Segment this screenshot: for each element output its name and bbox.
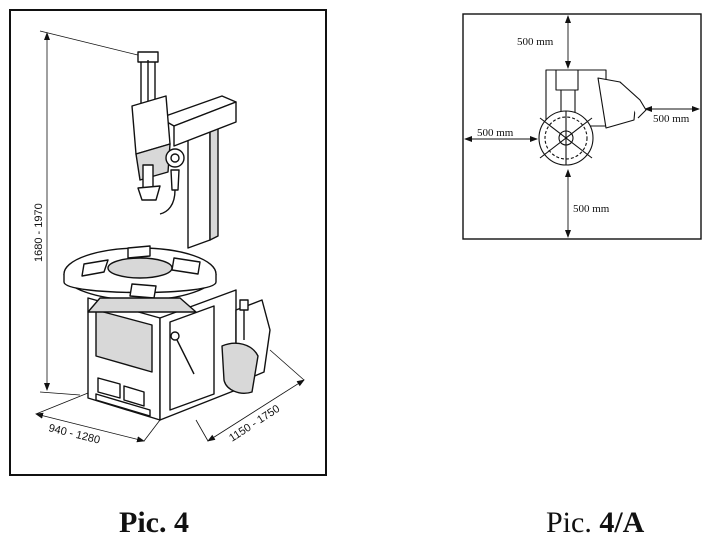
machine-plan-view xyxy=(538,69,647,166)
clearance-arrows xyxy=(464,15,700,238)
clearance-left-label: 500 mm xyxy=(477,127,514,139)
caption-prefix: Pic. xyxy=(546,506,600,539)
depth-dimension xyxy=(195,349,305,442)
figure-caption-pic-4a: Pic. 4/A xyxy=(546,506,644,540)
tyre-changer-drawing xyxy=(63,51,271,421)
height-dimension xyxy=(39,30,151,396)
height-dimension-label: 1680 - 1970 xyxy=(33,203,45,262)
clearance-top-label: 500 mm xyxy=(517,36,554,48)
clearance-right-label: 500 mm xyxy=(653,113,690,125)
width-dimension xyxy=(35,392,161,443)
caption-number: 4/A xyxy=(599,506,645,539)
clearance-bottom-label: 500 mm xyxy=(573,203,610,215)
figure-caption-pic-4: Pic. 4 xyxy=(119,506,189,539)
